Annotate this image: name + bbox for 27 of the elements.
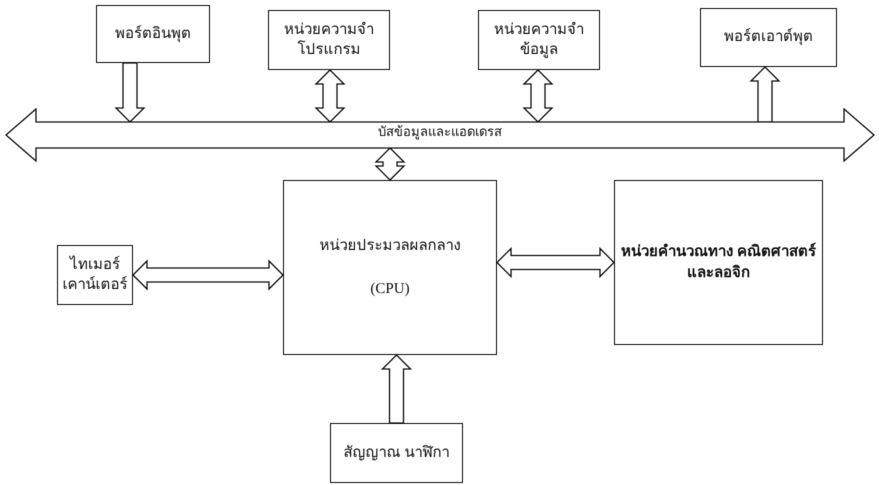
node-label: หน่วยความจำ ข้อมูล xyxy=(493,20,585,60)
block-arrow xyxy=(749,66,781,123)
node-label: สัญญาณ นาฬิกา xyxy=(342,444,450,463)
block-arrow xyxy=(132,259,284,291)
block-box xyxy=(700,8,837,67)
block-arrow xyxy=(522,69,554,123)
node-label: บัสข้อมูลและแอดเดรส xyxy=(377,123,503,141)
block-box xyxy=(330,423,463,483)
block-box xyxy=(268,10,390,70)
block-box xyxy=(614,180,823,345)
node-label: หน่วยความจำ โปรแกรม xyxy=(283,20,375,60)
block-box xyxy=(478,10,600,70)
block-arrow xyxy=(496,246,615,278)
node-label: พอร์ตเอาต์พุต xyxy=(723,27,814,48)
node-label: พอร์ตอินพุต xyxy=(114,24,192,44)
block-arrow xyxy=(114,62,146,123)
block-arrow xyxy=(314,69,346,123)
bus-double-arrow xyxy=(5,108,875,162)
node-label: ไทเมอร์ เคาน์เตอร์ xyxy=(62,254,128,295)
node-label: (CPU) xyxy=(369,280,411,298)
block-box xyxy=(283,180,497,355)
block-box xyxy=(57,245,133,305)
block-box xyxy=(96,5,210,63)
block-arrow xyxy=(380,354,412,424)
node-label: หน่วยประมวลผลกลาง xyxy=(318,237,462,256)
node-label: หน่วยคำนวณทาง คณิตศาสตร์และลอจิก xyxy=(620,242,817,282)
block-arrow xyxy=(374,147,406,181)
